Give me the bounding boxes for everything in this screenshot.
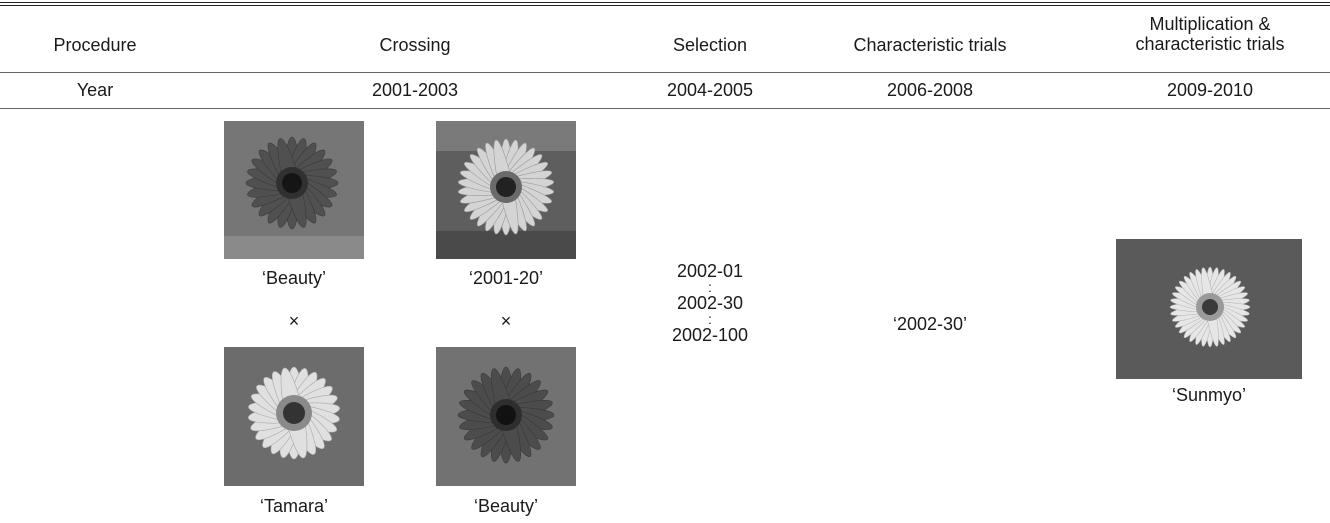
year-characteristic-trials: 2006-2008 <box>886 80 974 100</box>
table-top-rule-inner <box>0 5 1330 6</box>
table-top-rule-outer <box>0 2 1330 3</box>
cross-2-parent-top-label: ‘2001-20’ <box>468 268 544 288</box>
selection-line-1: 2002-01 <box>676 261 744 281</box>
year-row-divider <box>0 108 1330 109</box>
beauty-flower-photo <box>224 121 364 259</box>
selection-colon-1: : <box>708 279 712 295</box>
cross-1-parent-bottom-label: ‘Tamara’ <box>259 496 329 516</box>
year-label: Year <box>76 80 114 100</box>
header-procedure: Procedure <box>53 35 137 55</box>
header-divider <box>0 72 1330 73</box>
header-crossing: Crossing <box>379 35 451 55</box>
selection-lines: 2002-01 : 2002-30 : 2002-100 <box>640 261 780 345</box>
header-multiplication-line2: characteristic trials <box>1135 34 1285 54</box>
sunmyo-flower-photo <box>1116 239 1302 379</box>
cross-1-symbol: × <box>288 311 300 331</box>
cross-2-parent-bottom-label: ‘Beauty’ <box>473 496 539 516</box>
year-selection: 2004-2005 <box>666 80 754 100</box>
header-selection: Selection <box>672 35 748 55</box>
header-multiplication: Multiplication & characteristic trials <box>1090 14 1330 54</box>
characteristic-trials-value: ‘2002-30’ <box>892 314 968 334</box>
2001-20-flower-photo <box>436 121 576 259</box>
header-multiplication-line1: Multiplication & <box>1149 14 1271 34</box>
selection-line-2: 2002-30 <box>676 293 744 313</box>
sunmyo-caption: ‘Sunmyo’ <box>1171 385 1247 405</box>
tamara-flower-photo <box>224 347 364 486</box>
selection-line-3: 2002-100 <box>671 325 749 345</box>
year-crossing: 2001-2003 <box>371 80 459 100</box>
cross-2-symbol: × <box>500 311 512 331</box>
selection-colon-2: : <box>708 311 712 327</box>
beauty-flower-photo-2 <box>436 347 576 486</box>
header-characteristic-trials: Characteristic trials <box>853 35 1007 55</box>
cross-1-parent-top-label: ‘Beauty’ <box>261 268 327 288</box>
year-multiplication: 2009-2010 <box>1166 80 1254 100</box>
